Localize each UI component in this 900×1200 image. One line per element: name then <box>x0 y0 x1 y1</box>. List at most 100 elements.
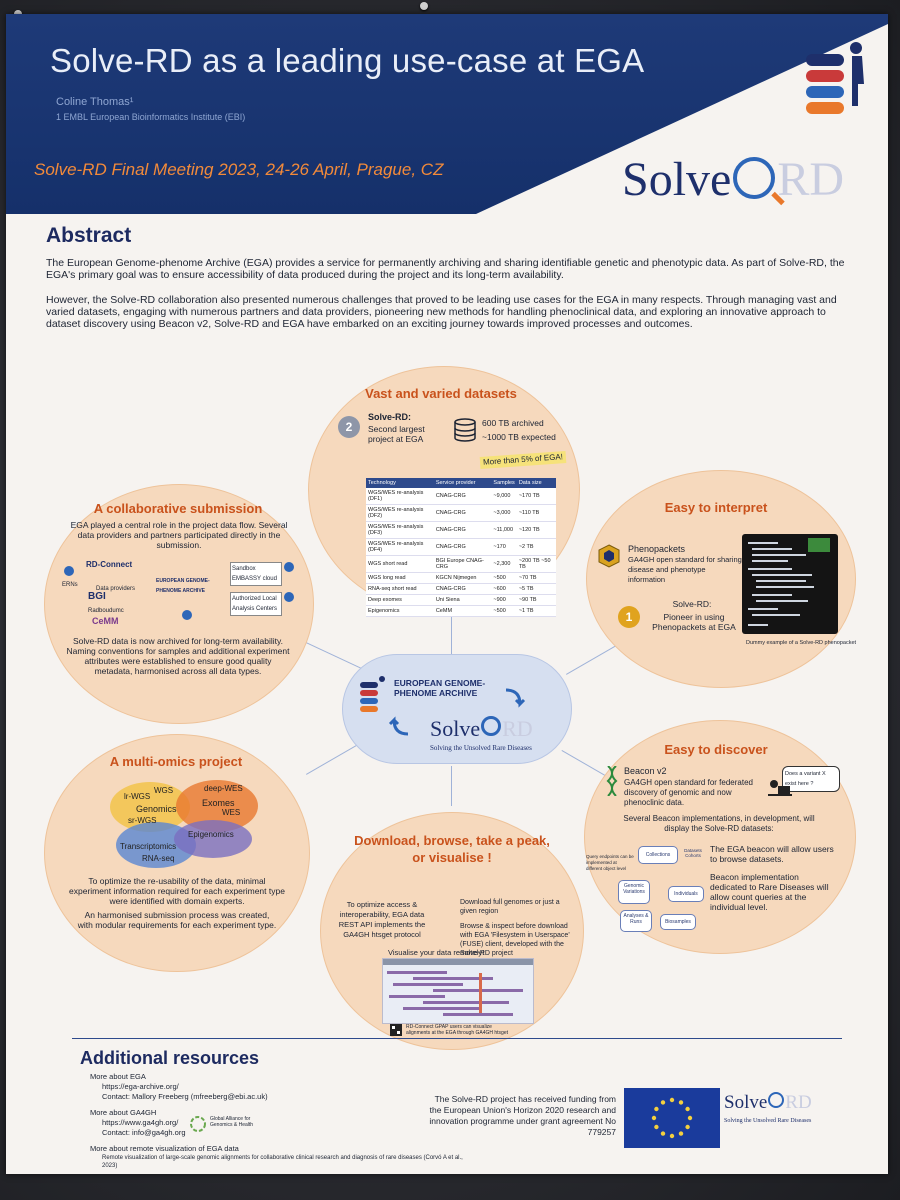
pheno-desc: GA4GH open standard for sharing disease … <box>628 555 742 584</box>
visualise-label: Visualise your data remotely! <box>388 948 485 957</box>
eu-flag <box>624 1088 720 1148</box>
table-row: WGS/WES re-analysis (DF2)CNAG-CRG~3,000~… <box>366 504 556 522</box>
abstract-paragraph-2: However, the Solve-RD collaboration also… <box>46 294 837 330</box>
table-cell: CNAG-CRG <box>433 538 492 556</box>
table-header: Samples <box>491 478 517 488</box>
rdconnect-logo: RD-Connect <box>86 560 133 569</box>
table-cell: ~5 TB <box>516 583 556 595</box>
center-solve-text: Solve <box>430 716 481 741</box>
table-header: Technology <box>366 478 434 488</box>
magnifier-icon <box>733 157 776 199</box>
center-rd-text: RD <box>502 716 533 741</box>
discover-text-1: Several Beacon implementations, in devel… <box>623 814 815 833</box>
discover-text-2: The EGA beacon will allow users to brows… <box>710 844 834 864</box>
table-row: WGS/WES re-analysis (DF1)CNAG-CRG~9,000~… <box>366 488 556 505</box>
resources-heading: Additional resources <box>80 1048 260 1068</box>
table-cell: CNAG-CRG <box>433 488 492 505</box>
sync-arrow-icon <box>505 688 526 708</box>
table-cell: WGS short read <box>366 555 434 573</box>
venn-label: Epigenomics <box>188 830 234 839</box>
res-ga4gh-contact[interactable]: Contact: info@ga4gh.org <box>102 1128 186 1137</box>
gold-medal-icon: 1 <box>618 606 640 628</box>
user-icon <box>284 562 294 572</box>
table-cell: ~170 TB <box>516 488 556 505</box>
table-cell: WGS/WES re-analysis (DF4) <box>366 538 434 556</box>
abstract-heading: Abstract <box>46 224 132 247</box>
meeting-info: Solve-RD Final Meeting 2023, 24-26 April… <box>34 160 444 179</box>
table-cell: ~70 TB <box>516 572 556 584</box>
divider <box>72 1038 842 1039</box>
multi-text-2: An harmonised submission process was cre… <box>77 910 277 930</box>
solverd-logo: Solve RD <box>622 152 844 207</box>
table-cell: ~2,300 <box>491 555 517 573</box>
download-bullet-1: Download full genomes or just a given re… <box>460 899 560 915</box>
table-cell: BGI Europe CNAG-CRG <box>433 555 492 573</box>
eu-star-icon <box>654 1124 659 1130</box>
eu-star-icon <box>660 1131 666 1136</box>
res-ega-link[interactable]: https://ega-archive.org/ <box>102 1082 179 1091</box>
magnifier-icon <box>768 1092 785 1108</box>
interpret-pioneer: Pioneer in using Phenopackets at EGA <box>652 612 736 632</box>
beacon-node: Genomic Variations <box>618 880 650 904</box>
sandbox-box: Sandbox EMBASSY cloud <box>230 562 282 586</box>
user-icon <box>284 592 294 602</box>
phenopacket-code-screen <box>742 534 838 634</box>
logo-solve-text: Solve <box>622 153 732 206</box>
res-remote-ref[interactable]: Remote visualization of large-scale geno… <box>102 1155 463 1169</box>
eu-star-icon <box>685 1124 690 1130</box>
footer-tagline: Solving the Unsolved Rare Diseases <box>724 1118 812 1124</box>
eu-star-icon <box>669 1133 675 1139</box>
beacon-node: Datasets Cohorts <box>684 848 702 858</box>
qr-code-icon <box>390 1024 402 1036</box>
center-hub <box>342 654 572 764</box>
download-title: Download, browse, take a peak, or visual… <box>354 833 550 865</box>
vast-title: Vast and varied datasets <box>365 386 517 401</box>
table-cell: ~170 <box>491 538 517 556</box>
table-header: Service provider <box>433 478 492 488</box>
venn-label: WGS <box>154 786 174 795</box>
ega-logo-icon <box>806 42 864 114</box>
download-caption: RD-Connect GPAP users can visualize alig… <box>406 1024 509 1036</box>
table-cell: RNA-seq short read <box>366 583 434 595</box>
venn-label: deep-WES <box>204 784 243 793</box>
pin-icon <box>420 2 428 10</box>
vast-solve-label: Solve-RD: <box>368 412 412 422</box>
table-cell: ~9,000 <box>491 488 517 505</box>
phenopacket-caption: Dummy example of a Solve-RD phenopacket <box>746 640 857 646</box>
table-cell: CNAG-CRG <box>433 504 492 522</box>
table-cell: WGS/WES re-analysis (DF3) <box>366 521 434 539</box>
silver-medal-icon: 2 <box>338 416 360 438</box>
eu-star-icon <box>685 1106 690 1112</box>
venn-label: RNA-seq <box>142 854 175 863</box>
table-cell: ~900 <box>491 594 517 606</box>
table-cell: CNAG-CRG <box>433 583 492 595</box>
logo-rd-text: RD <box>777 153 845 206</box>
venn-label: lr-WGS <box>124 792 151 801</box>
eu-star-icon <box>678 1131 684 1136</box>
vast-expected: ~1000 TB expected <box>482 432 556 442</box>
table-cell: ~1 TB <box>516 605 556 617</box>
center-tagline: Solving the Unsolved Rare Diseases <box>430 744 532 752</box>
poster-title: Solve-RD as a leading use-case at EGA <box>50 42 645 79</box>
user-icon <box>64 566 74 576</box>
table-cell: ~11,000 <box>491 521 517 539</box>
bgi-logo: BGI <box>88 591 106 602</box>
res-ega-contact[interactable]: Contact: Mallory Freeberg (mfreeberg@ebi… <box>102 1092 268 1101</box>
table-cell: CeMM <box>433 605 492 617</box>
alac-box: Authorized Local Analysis Centers <box>230 592 282 616</box>
download-bullet-2: Browse & inspect before download with EG… <box>460 923 570 957</box>
table-cell: ~3,000 <box>491 504 517 522</box>
table-cell: CNAG-CRG <box>433 521 492 539</box>
table-cell: WGS/WES re-analysis (DF2) <box>366 504 434 522</box>
connector-line <box>451 766 452 806</box>
table-row: WGS/WES re-analysis (DF3)CNAG-CRG~11,000… <box>366 521 556 539</box>
table-cell: ~110 TB <box>516 504 556 522</box>
laptop-user-icon <box>768 780 792 796</box>
center-solverd-logo: Solve RD <box>430 716 533 742</box>
footer-solve-text: Solve <box>724 1092 768 1113</box>
res-ga4gh-link[interactable]: https://www.ga4gh.org/ <box>102 1118 179 1127</box>
eu-star-icon <box>678 1100 684 1105</box>
table-cell: Uni Siena <box>433 594 492 606</box>
